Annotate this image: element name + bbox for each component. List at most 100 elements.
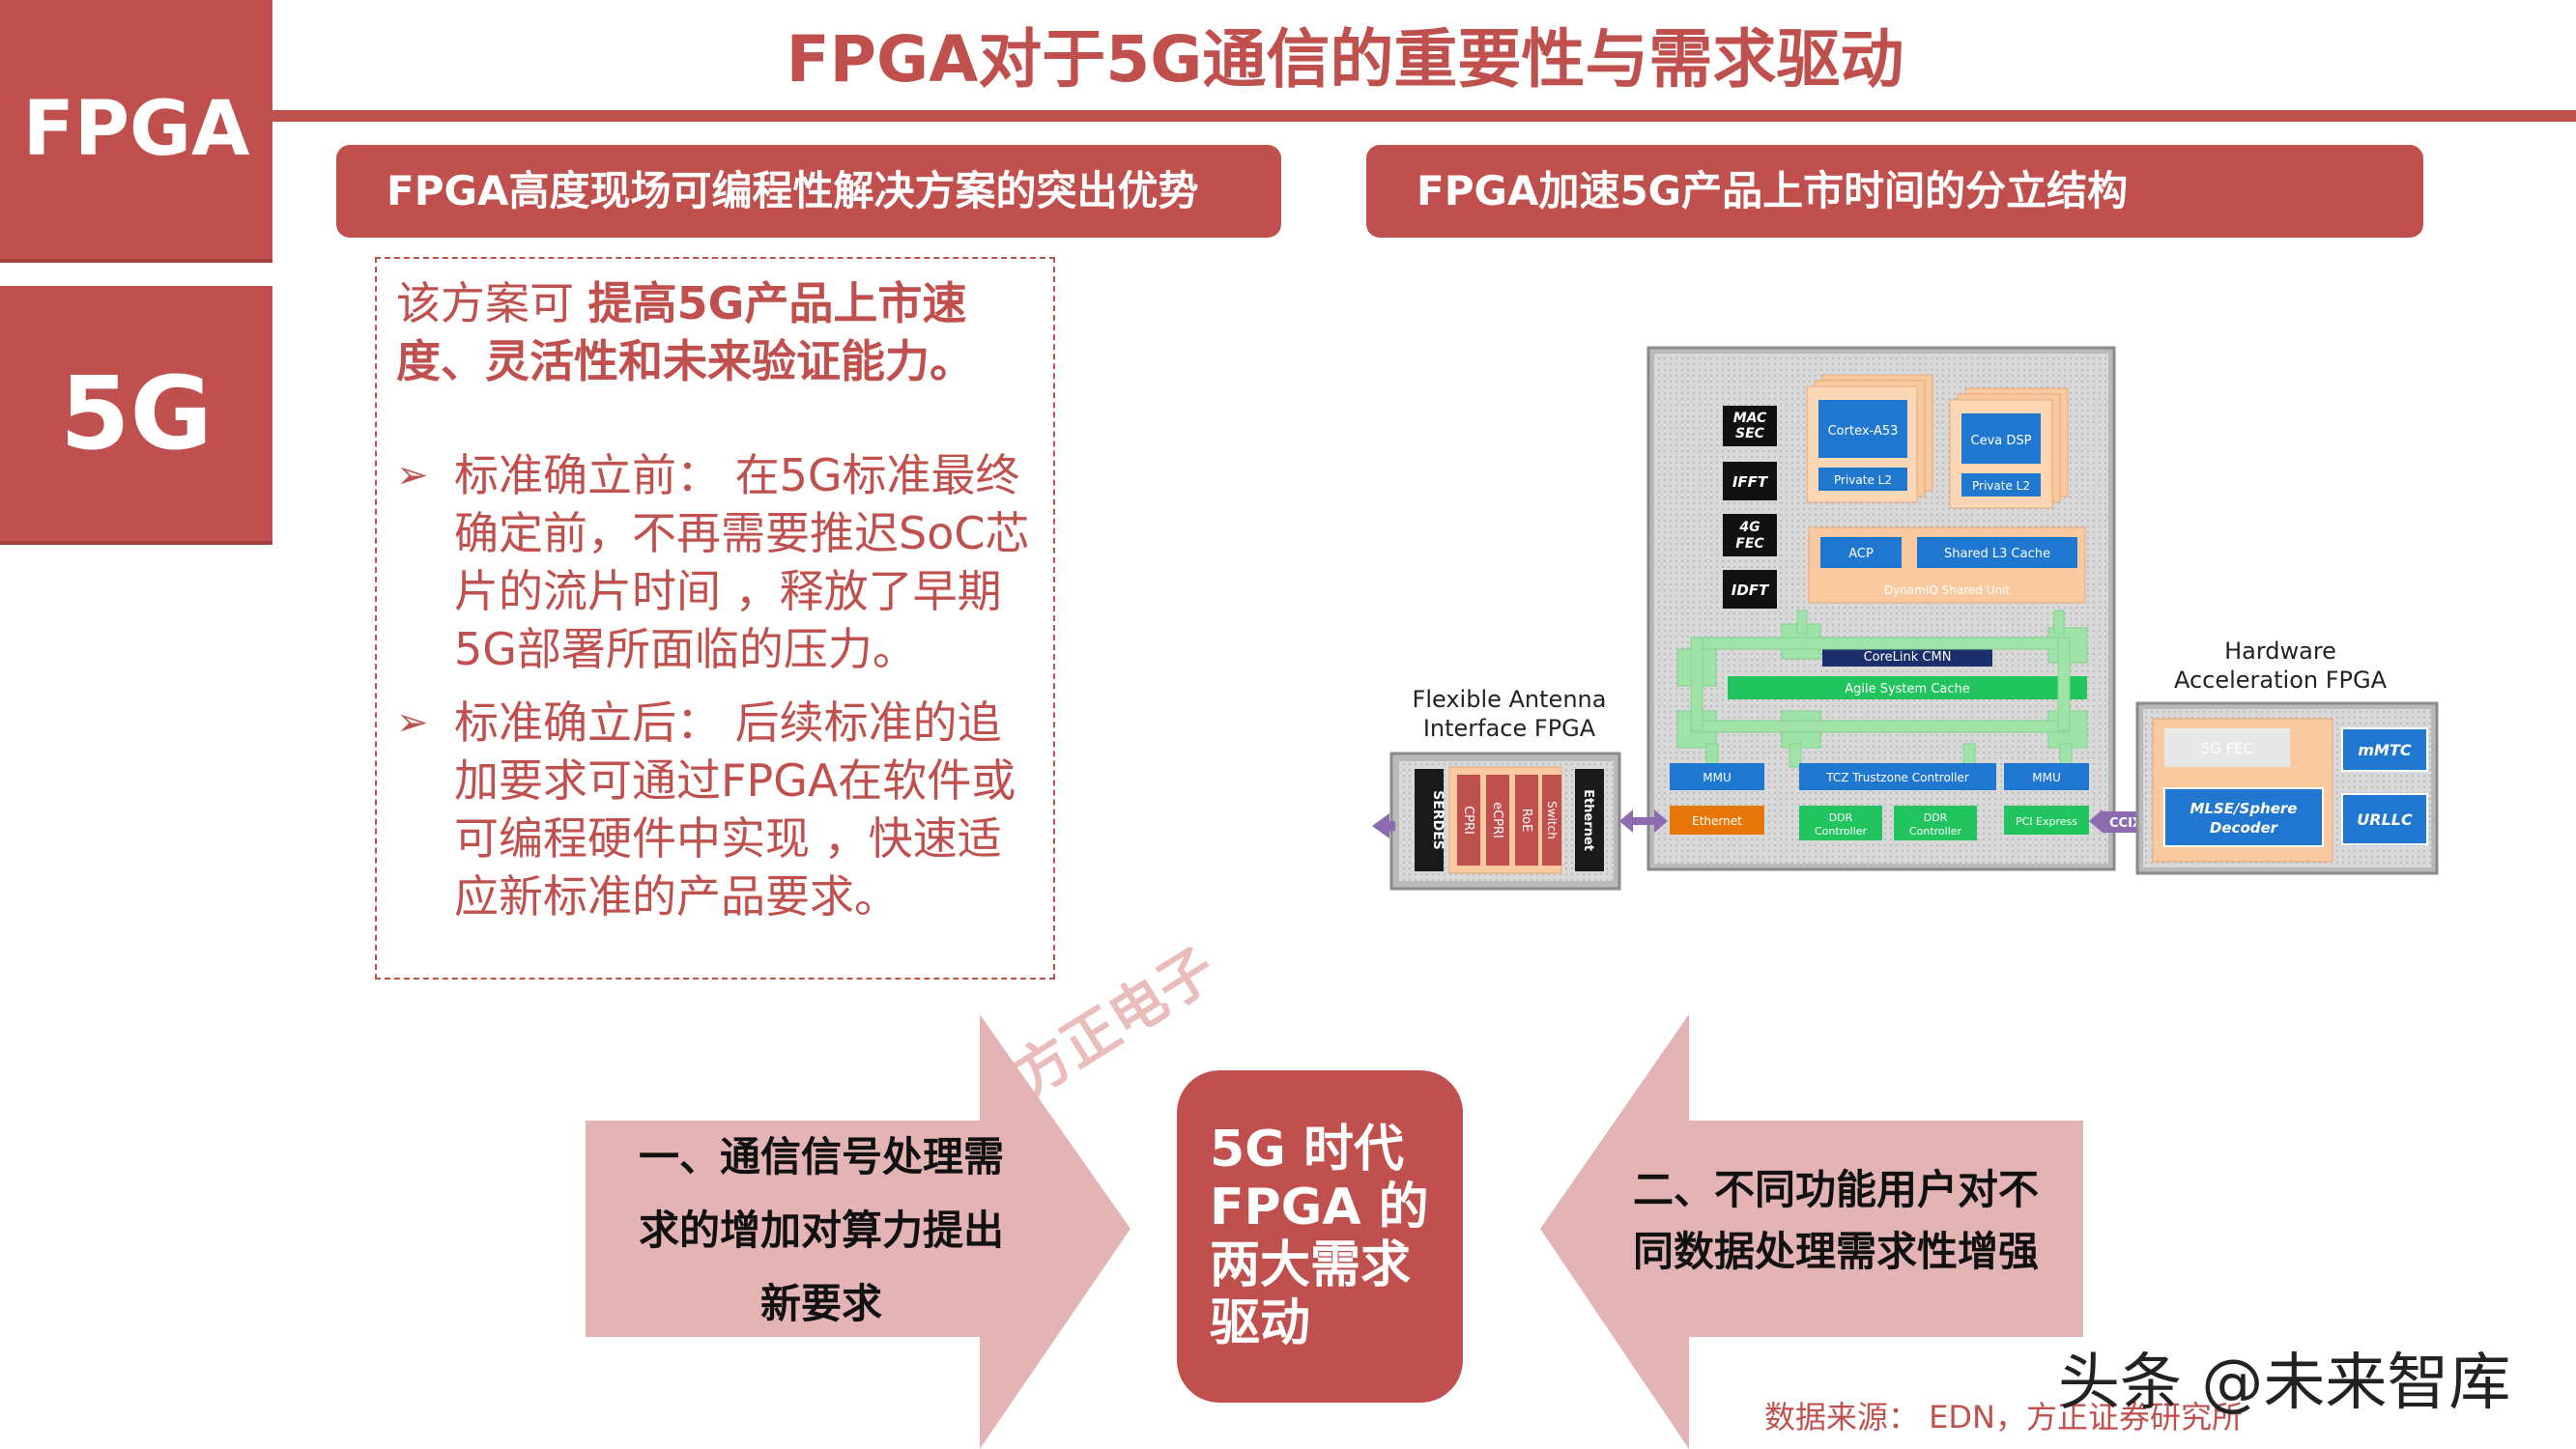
advantages-text-box: 该方案可 提高5G产品上市速度、灵活性和未来验证能力。 ➢ 标准确立前： 在5G…	[375, 257, 1055, 980]
fpga-tag: FPGA	[0, 0, 272, 263]
ifft-block	[1723, 462, 1777, 500]
roe-label: RoE	[1519, 809, 1533, 833]
bullet-before-standard: ➢ 标准确立前： 在5G标准最终确定前，不再需要推迟SoC芯片的流片时间 ，释放…	[396, 446, 1034, 678]
mac-sec-label: MAC	[1733, 411, 1767, 426]
center-driver-box	[1177, 1070, 1463, 1403]
trustzone-label: TCZ Trustzone Controller	[1825, 771, 1969, 784]
right-demand-arrow	[1540, 1014, 2083, 1449]
mac-sec-block	[1723, 406, 1777, 446]
left-arrow-line-3: 新要求	[759, 1280, 882, 1327]
right-fpga-title-2: Acceleration FPGA	[2174, 667, 2388, 694]
lead-prefix: 该方案可	[396, 277, 574, 329]
4g-fec-block	[1723, 514, 1777, 556]
idft-block	[1723, 570, 1777, 609]
antenna-arrow	[1372, 813, 1395, 838]
roe-block	[1515, 775, 1538, 866]
ethernet-phy-label: Ethernet	[1581, 789, 1595, 851]
ring-bus	[1676, 610, 2088, 768]
shared-l3-label: Shared L3 Cache	[1944, 547, 2050, 561]
mmu-label-1: MMU	[1703, 771, 1732, 784]
urllc-label: URLLC	[2357, 810, 2413, 829]
center-line-3: 两大需求	[1210, 1236, 1412, 1294]
mlse-label-2: Decoder	[2210, 819, 2279, 837]
left-section-header: FPGA高度现场可编程性解决方案的突出优势	[336, 145, 1281, 238]
arrow-bullet-icon: ➢	[396, 453, 429, 497]
right-arrow-line-1: 二、不同功能用户对不	[1632, 1166, 2039, 1213]
4g-fec-label: 4G	[1738, 520, 1760, 535]
urllc-block	[2341, 793, 2428, 845]
trustzone-block	[1799, 763, 1996, 790]
corelink-cmn-bar	[1822, 645, 1992, 667]
lead-emphasis: 提高5G产品上市速度、灵活性和未来验证能力。	[396, 277, 974, 387]
left-arrow-line-2: 求的增加对算力提出	[638, 1207, 1004, 1254]
ethernet-block	[1670, 806, 1764, 835]
ddr-controller-1	[1799, 806, 1882, 840]
ddr-label-2a: DDR	[1924, 811, 1948, 824]
fpga-architecture-diagram: MAC SEC IFFT 4G FEC IDFT Cortex-A53 Priv…	[1372, 346, 2439, 891]
ethernet-label: Ethernet	[1692, 814, 1742, 828]
center-line-1: 5G 时代	[1210, 1121, 1404, 1179]
cpri-label: CPRI	[1461, 806, 1475, 835]
5g-fec-block	[2164, 728, 2290, 767]
private-l2-label-2: Private L2	[1972, 479, 2030, 493]
switch-block	[1542, 775, 1561, 866]
ecpri-label: eCPRI	[1490, 802, 1504, 838]
mmu-block-1	[1670, 763, 1764, 790]
left-fpga-title-1: Flexible Antenna	[1413, 686, 1607, 713]
5g-tag: 5G	[0, 286, 272, 545]
bullet-text: 标准确立前： 在5G标准最终确定前，不再需要推迟SoC芯片的流片时间 ，释放了早…	[454, 449, 1030, 675]
arrow-bullet-icon: ➢	[396, 700, 429, 745]
center-line-2: FPGA 的	[1210, 1179, 1429, 1236]
serdes-label: SERDES	[1430, 790, 1445, 850]
ddr-label-2b: Controller	[1909, 825, 1962, 838]
agile-cache-label: Agile System Cache	[1845, 682, 1970, 696]
ethernet-phy-block	[1575, 769, 1604, 871]
mac-sec-label-2: SEC	[1735, 426, 1765, 441]
private-l2-block	[1818, 468, 1907, 491]
right-section-header: FPGA加速5G产品上市时间的分立结构	[1366, 145, 2423, 238]
mlse-decoder-block	[2163, 787, 2324, 847]
dynamiq-label: DynamIQ Shared Unit	[1884, 583, 2011, 597]
left-demand-arrow	[586, 1014, 1131, 1449]
right-arrow-text: 二、不同功能用户对不 同数据处理需求性增强	[1604, 1159, 2068, 1283]
acp-block	[1820, 537, 1902, 568]
brand-watermark: 头条 @未来智库	[2058, 1348, 2511, 1419]
5g-fec-label: 5G FEC	[2201, 740, 2254, 757]
lead-paragraph: 该方案可 提高5G产品上市速度、灵活性和未来验证能力。	[396, 274, 1034, 390]
ccix-label: CCIX	[2109, 816, 2142, 831]
corelink-cmn-label: CoreLink CMN	[1864, 650, 1952, 665]
4g-fec-label-2: FEC	[1735, 536, 1764, 552]
mmtc-label: mMTC	[2358, 741, 2412, 759]
left-arrow-text: 一、通信信号处理需 求的增加对算力提出 新要求	[599, 1121, 1044, 1341]
fpga-soc-link	[1619, 810, 1668, 833]
shared-l3-block	[1917, 537, 2077, 568]
ddr-label-1a: DDR	[1829, 811, 1853, 824]
mmu-label-2: MMU	[2032, 771, 2061, 784]
mmtc-block	[2341, 727, 2428, 772]
ecpri-block	[1486, 775, 1509, 866]
left-fpga-title-2: Interface FPGA	[1423, 715, 1596, 742]
bullet-after-standard: ➢ 标准确立后： 后续标准的追加要求可通过FPGA在软件或可编程硬件中实现 ，快…	[396, 694, 1034, 925]
agile-cache-bar	[1728, 676, 2087, 699]
cortex-a53-label: Cortex-A53	[1828, 424, 1899, 439]
private-l2-label: Private L2	[1834, 473, 1892, 487]
left-arrow-line-1: 一、通信信号处理需	[638, 1133, 1004, 1180]
acp-label: ACP	[1848, 547, 1874, 561]
page-title: FPGA对于5G通信的重要性与需求驱动	[786, 22, 1904, 97]
center-driver-text: 5G 时代 FPGA 的 两大需求 驱动	[1210, 1121, 1451, 1352]
title-divider	[272, 110, 2576, 122]
ifft-label: IFFT	[1732, 473, 1769, 491]
pci-express-block	[2004, 806, 2089, 835]
ddr-controller-2	[1894, 806, 1977, 840]
right-arrow-line-2: 同数据处理需求性增强	[1632, 1228, 2039, 1275]
serdes-block	[1415, 769, 1444, 871]
bullet-text: 标准确立后： 后续标准的追加要求可通过FPGA在软件或可编程硬件中实现 ，快速适…	[454, 696, 1016, 923]
ceva-dsp-block	[1961, 413, 2041, 464]
cpri-block	[1457, 775, 1480, 866]
ddr-label-1b: Controller	[1815, 825, 1868, 838]
switch-label: Switch	[1545, 801, 1559, 839]
pci-express-label: PCI Express	[2016, 815, 2077, 828]
demand-drivers-graphic	[586, 1014, 2083, 1449]
private-l2-block-2	[1961, 473, 2041, 497]
right-fpga-title-1: Hardware	[2224, 638, 2336, 665]
